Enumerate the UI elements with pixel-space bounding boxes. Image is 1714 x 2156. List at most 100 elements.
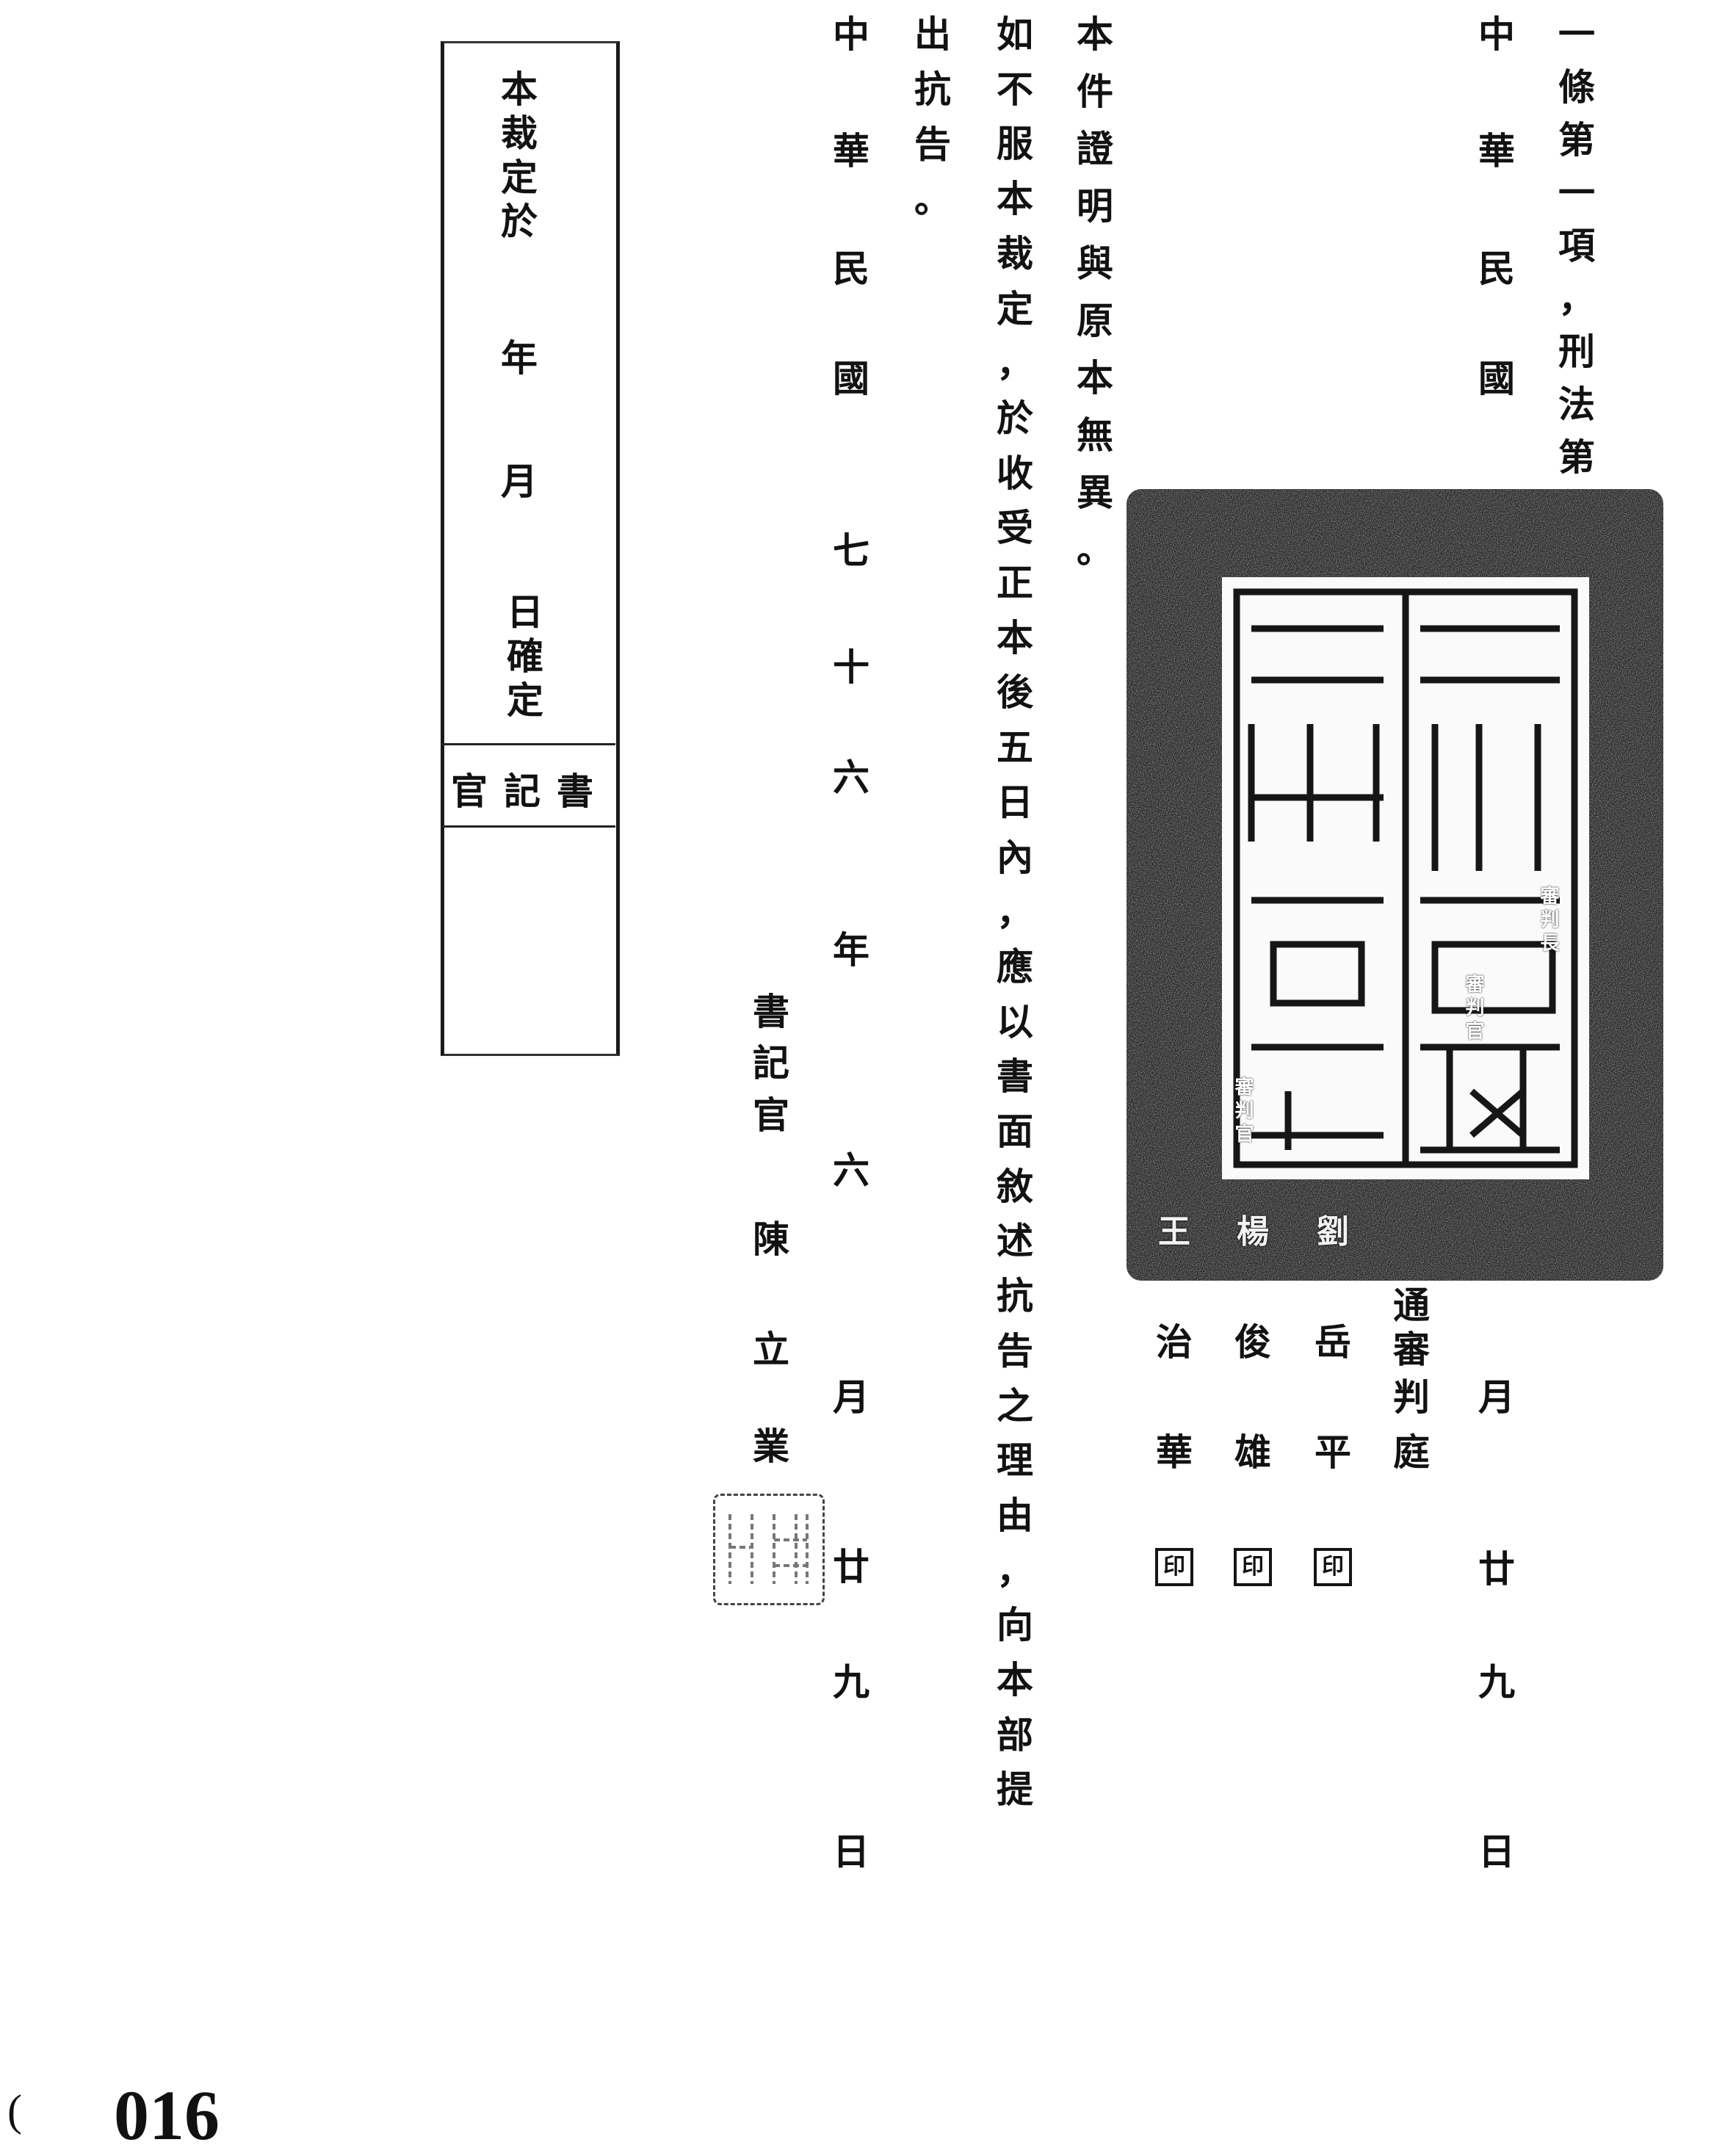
text-glyph: 本 bbox=[997, 177, 1033, 221]
ruling-date-day-tens: 廿 bbox=[1476, 1549, 1517, 1590]
presiding-judge-seal-mark: 印 bbox=[1314, 1548, 1352, 1586]
text-glyph: 通 bbox=[1393, 1284, 1430, 1327]
text-glyph: 如 bbox=[997, 12, 1033, 56]
text-glyph: 華 bbox=[1478, 129, 1515, 173]
text-glyph: 無 bbox=[1077, 413, 1113, 457]
text-glyph: 民 bbox=[833, 247, 869, 290]
text-glyph: 廿 bbox=[833, 1545, 869, 1588]
text-glyph: 於 bbox=[997, 396, 1033, 440]
text-glyph: 提 bbox=[997, 1768, 1033, 1812]
issue-date-year: 七十六 bbox=[831, 530, 872, 798]
text-glyph: 第 bbox=[1558, 435, 1595, 479]
finality-prefix: 本裁定於 bbox=[499, 69, 540, 242]
text-glyph: 廿 bbox=[1478, 1547, 1515, 1591]
personal-seal-graphic bbox=[728, 1514, 809, 1584]
text-glyph: 華 bbox=[1156, 1430, 1193, 1474]
judge-surname: 楊 bbox=[1237, 1213, 1269, 1251]
text-glyph: 日 bbox=[507, 590, 543, 634]
ruling-date-month: 月 bbox=[1476, 1377, 1517, 1418]
text-glyph: 由 bbox=[997, 1493, 1033, 1537]
text-glyph: 述 bbox=[997, 1219, 1033, 1263]
page-number: 016 bbox=[114, 2076, 220, 2155]
text-glyph: ， bbox=[997, 1548, 1033, 1592]
text-glyph: 中 bbox=[1478, 12, 1515, 56]
presiding-judge-name: 岳平 bbox=[1312, 1322, 1353, 1473]
text-glyph: 書 bbox=[997, 1055, 1033, 1099]
court-official-seal: 審判長 審判官 審判官 劉 楊 王 bbox=[1127, 489, 1663, 1281]
text-glyph: 出 bbox=[914, 12, 951, 56]
text-glyph: 六 bbox=[833, 756, 869, 799]
clerk-surname: 陳 bbox=[751, 1219, 792, 1260]
issue-date-month-number: 六 bbox=[831, 1150, 872, 1191]
finality-month: 月 bbox=[499, 461, 540, 502]
continuation-line: 一條第一項，刑法第 bbox=[1556, 14, 1597, 478]
text-glyph: 件 bbox=[1077, 70, 1113, 113]
text-glyph: 日 bbox=[1478, 1830, 1515, 1873]
judge-seal-mark: 印 bbox=[1234, 1548, 1272, 1586]
text-glyph: 一 bbox=[1558, 12, 1595, 56]
text-glyph: 國 bbox=[833, 357, 869, 400]
text-glyph: 本 bbox=[1077, 356, 1113, 399]
appeal-notice-line-2: 出抗告。 bbox=[912, 14, 953, 220]
text-glyph: 日 bbox=[997, 780, 1033, 824]
judge-surname: 王 bbox=[1158, 1213, 1190, 1251]
text-glyph: 治 bbox=[1156, 1320, 1193, 1364]
text-glyph: 月 bbox=[833, 1375, 869, 1419]
margin-mark: ( bbox=[7, 2086, 22, 2135]
text-glyph: 服 bbox=[997, 122, 1033, 166]
seal-judge-title: 審判官 bbox=[1462, 974, 1484, 1044]
text-glyph: 本 bbox=[501, 68, 538, 111]
clerk-given-name-2: 業 bbox=[751, 1426, 792, 1467]
issue-date-day-units: 九 bbox=[831, 1662, 872, 1703]
text-glyph: 內 bbox=[997, 835, 1033, 879]
judge-name: 俊雄 bbox=[1232, 1322, 1273, 1473]
issue-date-era: 中華民國 bbox=[831, 14, 872, 399]
text-glyph: 抗 bbox=[914, 68, 951, 111]
finality-status-box bbox=[441, 41, 620, 1056]
text-glyph: 告 bbox=[997, 1328, 1033, 1372]
seal-judge-title: 審判官 bbox=[1232, 1077, 1254, 1147]
text-glyph: 立 bbox=[753, 1328, 789, 1371]
text-glyph: 明 bbox=[1077, 184, 1113, 228]
text-glyph: 不 bbox=[997, 67, 1033, 111]
ruling-date-day-units: 九 bbox=[1476, 1662, 1517, 1703]
judge-name: 治華 bbox=[1154, 1322, 1195, 1473]
text-glyph: 年 bbox=[833, 928, 869, 972]
text-glyph: 判 bbox=[1393, 1375, 1430, 1419]
ruling-date-day-suffix: 日 bbox=[1476, 1831, 1517, 1873]
text-glyph: 告 bbox=[914, 123, 951, 166]
text-glyph: 本 bbox=[997, 1658, 1033, 1701]
text-glyph: 條 bbox=[1558, 65, 1595, 109]
text-glyph: 民 bbox=[1478, 247, 1515, 290]
certification-text: 本件證明與原本無異。 bbox=[1074, 14, 1115, 571]
text-glyph: 月 bbox=[1478, 1375, 1515, 1419]
issue-date-month: 月 bbox=[831, 1377, 872, 1418]
issue-date-day-suffix: 日 bbox=[831, 1831, 872, 1873]
text-glyph: 之 bbox=[997, 1383, 1033, 1428]
text-glyph: 與 bbox=[1077, 242, 1113, 285]
clerk-given-name-1: 立 bbox=[751, 1329, 792, 1370]
finality-clerk-label: 官記書 bbox=[451, 770, 610, 813]
text-glyph: 。 bbox=[1077, 528, 1113, 571]
clerk-personal-seal bbox=[713, 1494, 825, 1605]
text-glyph: 定 bbox=[507, 679, 543, 722]
issue-date-year-suffix: 年 bbox=[831, 930, 872, 971]
text-glyph: 記 bbox=[753, 1041, 789, 1085]
text-glyph: 收 bbox=[997, 451, 1033, 495]
text-glyph: 五 bbox=[997, 726, 1033, 770]
text-glyph: 十 bbox=[833, 645, 869, 689]
court-name: 通審判庭 bbox=[1391, 1285, 1432, 1473]
text-glyph: 業 bbox=[753, 1425, 789, 1468]
text-glyph: 於 bbox=[501, 200, 538, 243]
text-glyph: 定 bbox=[501, 156, 538, 199]
text-glyph: ， bbox=[997, 341, 1033, 386]
text-glyph: 原 bbox=[1077, 299, 1113, 342]
text-glyph: 書 bbox=[753, 990, 789, 1033]
clerk-title: 書記官 bbox=[751, 991, 792, 1136]
text-glyph: 裁 bbox=[501, 112, 538, 155]
text-glyph: 受 bbox=[997, 506, 1033, 550]
text-glyph: 定 bbox=[997, 286, 1033, 330]
text-glyph: 異 bbox=[1077, 471, 1113, 514]
judge-surname: 劉 bbox=[1317, 1213, 1349, 1251]
judge-seal-mark: 印 bbox=[1155, 1548, 1193, 1586]
